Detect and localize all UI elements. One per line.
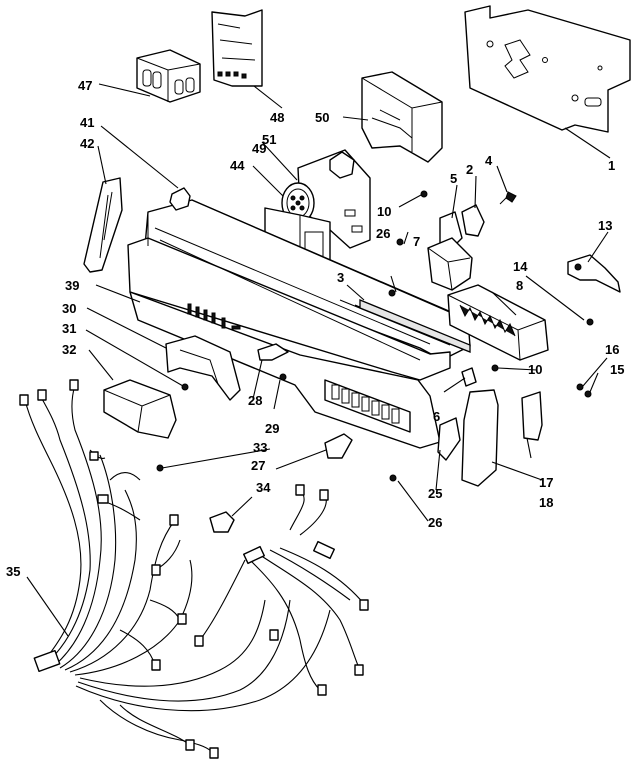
part-8-switch-block <box>447 284 549 361</box>
callout-5: 5 <box>450 171 457 186</box>
button-slots <box>187 303 241 330</box>
callout-47: 47 <box>78 78 92 93</box>
display-window <box>324 379 411 433</box>
part-48-circuit-board <box>211 9 263 87</box>
callout-10-top: 10 <box>377 204 391 219</box>
callout-33: 33 <box>253 440 267 455</box>
part-5-switch <box>427 211 473 291</box>
part-41-clip <box>169 187 191 211</box>
callout-2: 2 <box>466 162 473 177</box>
callout-16: 16 <box>605 342 619 357</box>
screws <box>156 190 594 482</box>
part-4-screw <box>499 191 517 205</box>
part-51-clip <box>329 151 355 179</box>
part-47-connector-block <box>136 49 201 103</box>
leader-lines <box>26 83 611 637</box>
callout-29: 29 <box>265 421 279 436</box>
callout-26-bottom: 26 <box>428 515 442 530</box>
callout-28: 28 <box>248 393 262 408</box>
callout-3: 3 <box>337 270 344 285</box>
part-30-bracket <box>165 335 241 401</box>
callout-14: 14 <box>513 259 528 274</box>
part-32-housing <box>103 379 177 439</box>
part-27-button <box>324 433 353 459</box>
callout-41: 41 <box>80 115 94 130</box>
callout-26-top: 26 <box>376 226 390 241</box>
part-18-end-cap <box>461 389 499 487</box>
callout-6: 6 <box>433 409 440 424</box>
callout-10-right: 10 <box>528 362 542 377</box>
callout-35: 35 <box>6 564 20 579</box>
callout-49: 49 <box>252 141 266 156</box>
callout-7: 7 <box>413 234 420 249</box>
callout-48: 48 <box>270 110 284 125</box>
part-50-bracket <box>361 71 443 163</box>
callout-32: 32 <box>62 342 76 357</box>
part-28-clip <box>257 343 289 361</box>
callout-50: 50 <box>315 110 329 125</box>
callout-30: 30 <box>62 301 76 316</box>
callout-15: 15 <box>610 362 624 377</box>
part-35-wire-harness <box>19 379 369 759</box>
part-13-latch <box>567 254 621 293</box>
callout-51: 51 <box>262 132 276 147</box>
part-25-bracket <box>437 417 461 461</box>
part-1-back-panel <box>464 5 631 133</box>
callout-39: 39 <box>65 278 79 293</box>
callout-27: 27 <box>251 458 265 473</box>
callout-31: 31 <box>62 321 76 336</box>
callout-labels: 1 48 47 50 51 49 44 41 42 4 2 5 13 10 26… <box>6 78 624 579</box>
callout-17: 17 <box>539 475 553 490</box>
callout-25: 25 <box>428 486 442 501</box>
part-2-bracket <box>461 204 485 237</box>
callout-18: 18 <box>539 495 553 510</box>
callout-4: 4 <box>485 153 493 168</box>
callout-34: 34 <box>256 480 271 495</box>
callout-42: 42 <box>80 136 94 151</box>
part-6-clip <box>461 367 477 387</box>
callout-1: 1 <box>608 158 615 173</box>
part-3-rail <box>359 299 471 353</box>
part-17-bracket <box>521 391 543 441</box>
callout-8: 8 <box>516 278 523 293</box>
part-42-end-cap <box>83 177 123 273</box>
callout-44: 44 <box>230 158 245 173</box>
callout-13: 13 <box>598 218 612 233</box>
part-34-clip <box>209 511 235 533</box>
